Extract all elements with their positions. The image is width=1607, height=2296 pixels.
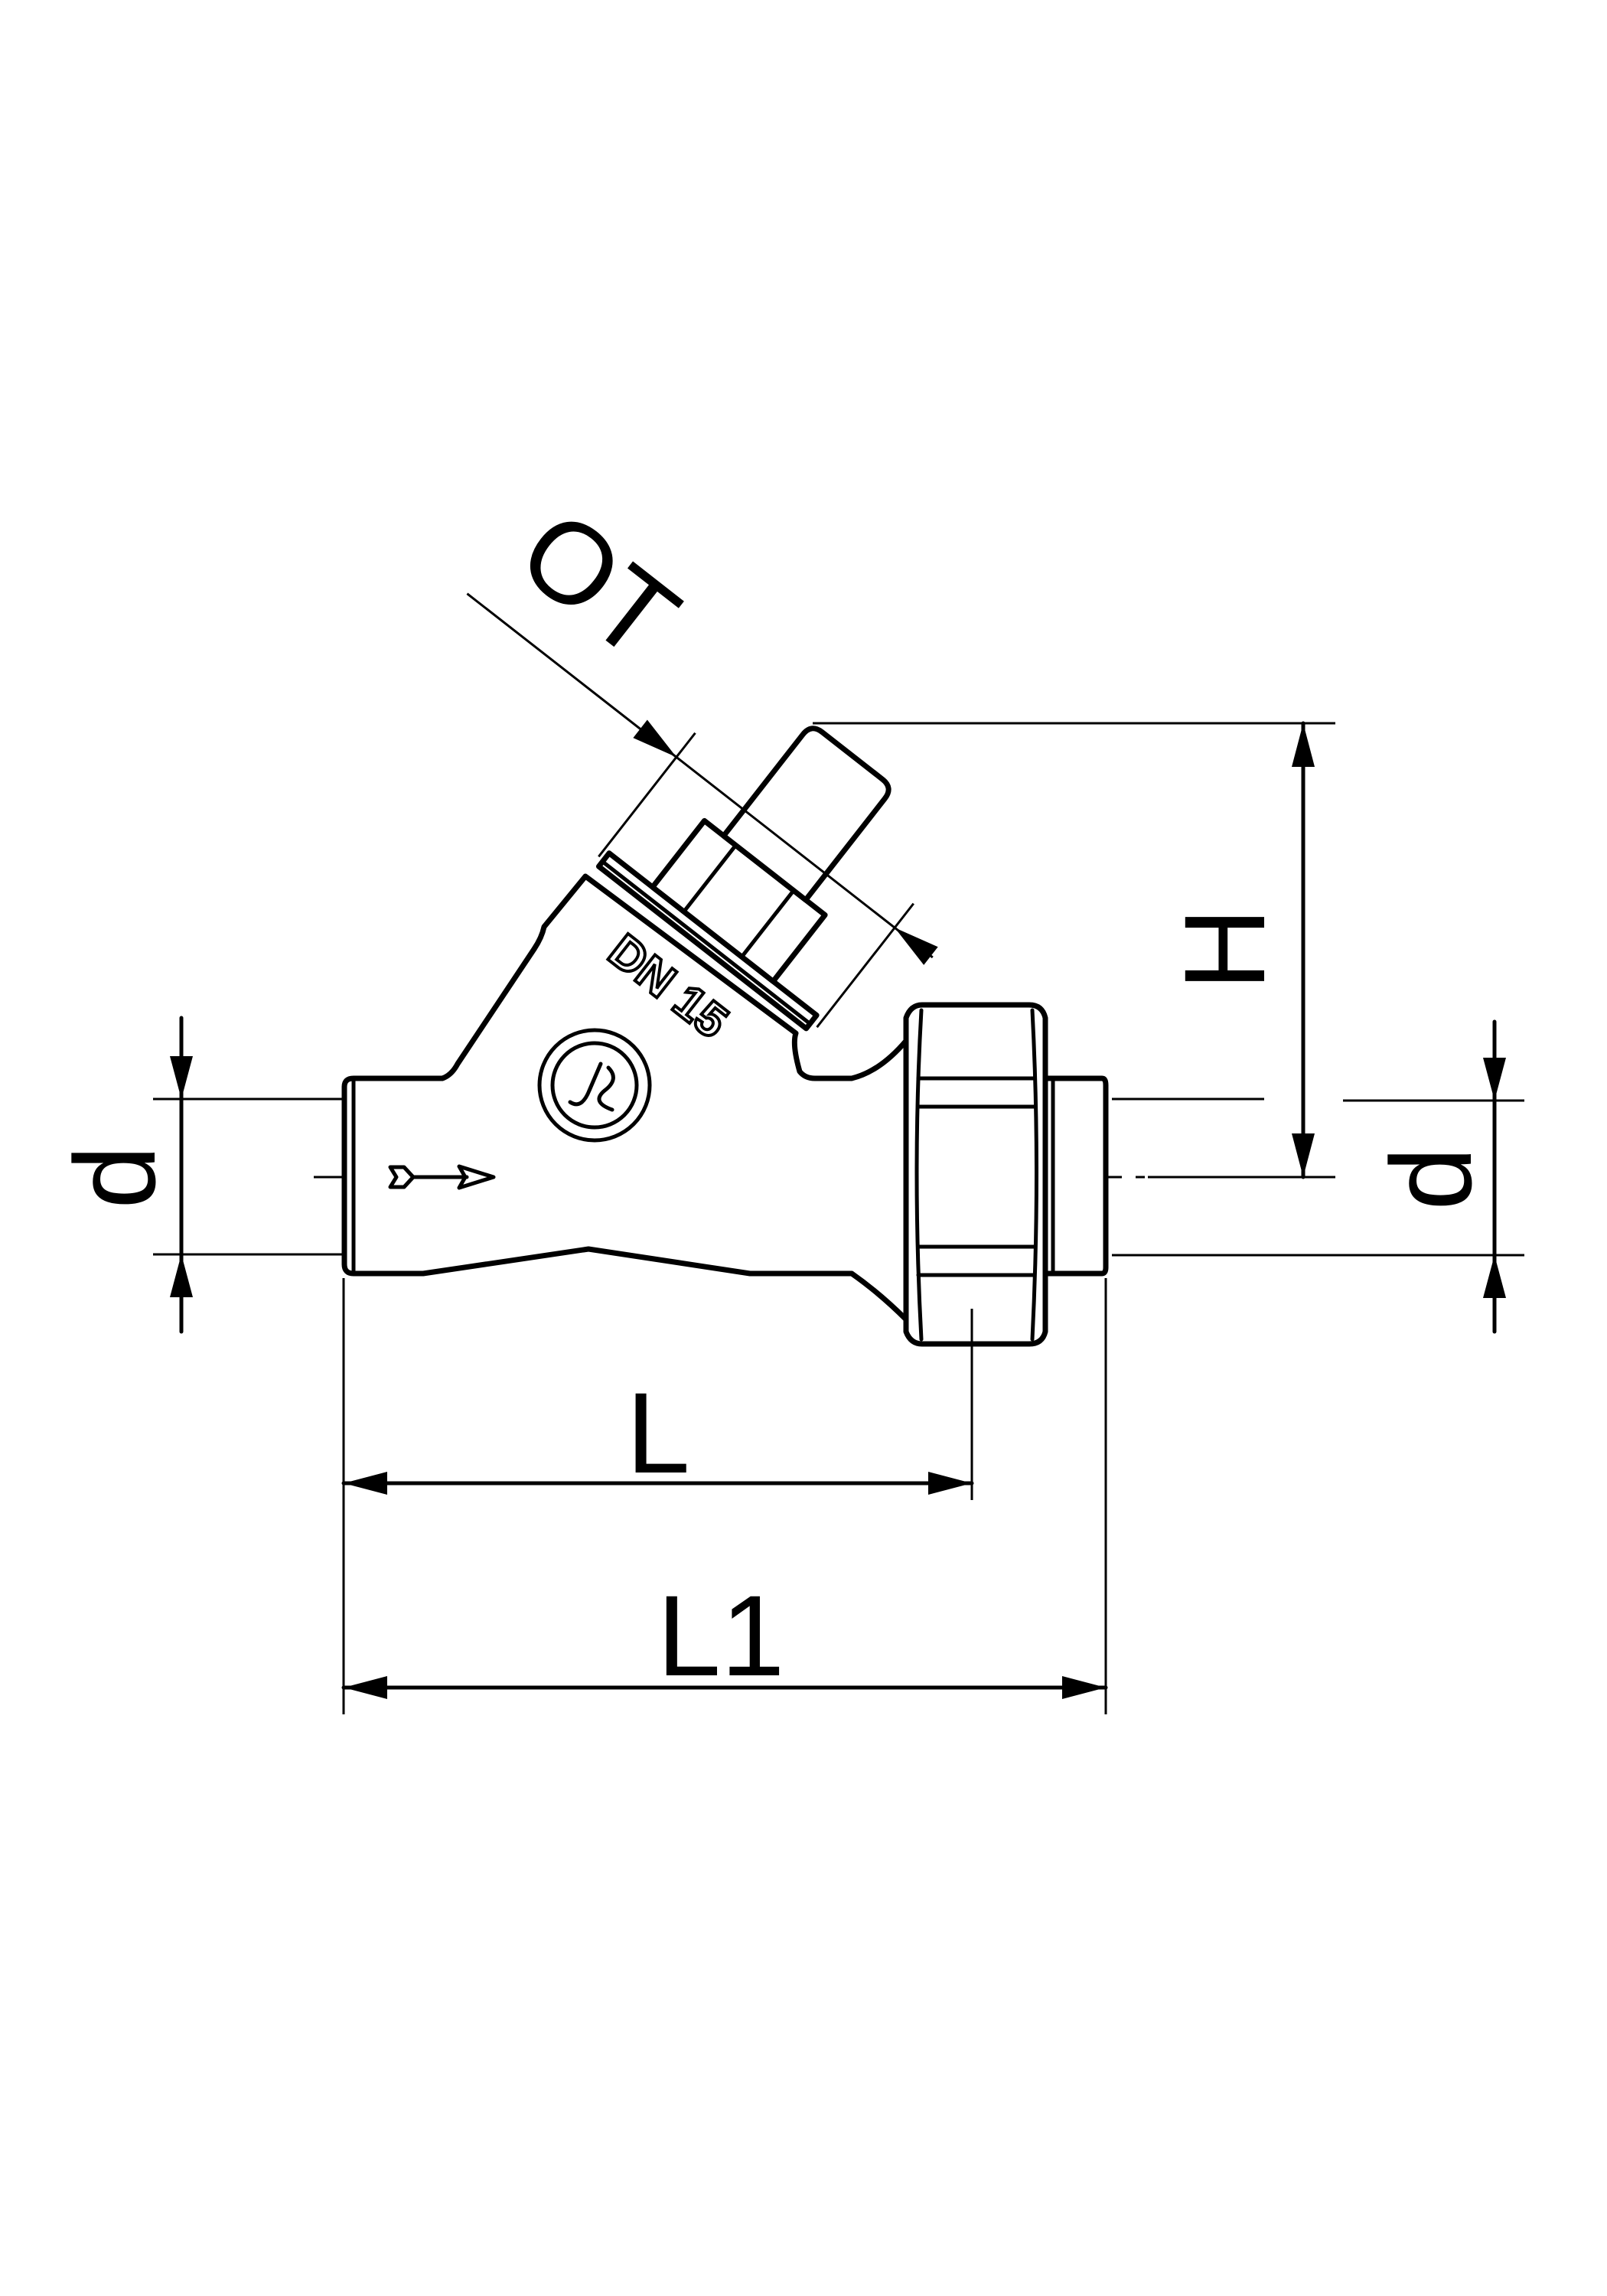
strainer-cap-assembly: [466, 592, 938, 1032]
svg-text:L: L: [626, 1368, 689, 1497]
valve-body: [341, 873, 909, 1322]
dimension-h: H: [813, 721, 1335, 1179]
dimension-l1: L1: [341, 1278, 1108, 1714]
svg-text:d: d: [1367, 1146, 1495, 1210]
flow-direction-arrow-icon: [388, 1164, 496, 1190]
dimension-ot-label: OT: [497, 485, 702, 685]
union-tailpiece: [1042, 1075, 1109, 1277]
svg-text:H: H: [1160, 908, 1289, 990]
svg-text:L1: L1: [657, 1571, 785, 1700]
svg-text:d: d: [51, 1145, 179, 1208]
union-nut: [903, 1002, 1048, 1347]
dimension-d-left: d: [51, 1016, 344, 1334]
dimension-d-right: d: [1112, 1019, 1524, 1334]
manufacturer-logo: [537, 1028, 652, 1143]
dimension-l: L: [341, 1278, 974, 1714]
